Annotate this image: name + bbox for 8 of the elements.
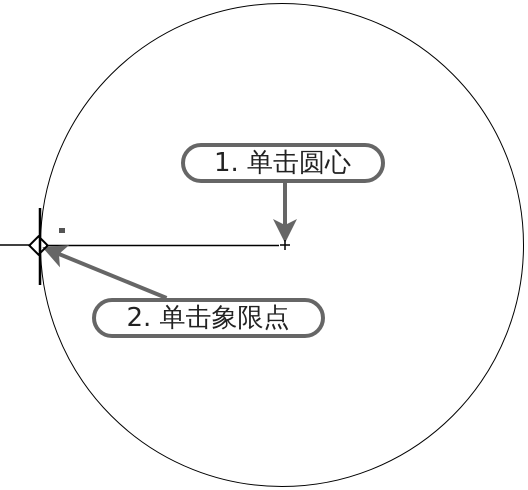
radius-line: [46, 244, 279, 246]
center-mark: [278, 238, 290, 250]
circle-outline: [40, 3, 524, 487]
callout-label: 1. 单击圆心: [180, 142, 384, 182]
callout-label: 2. 单击象限点: [92, 298, 324, 338]
quadrant-marker: [28, 234, 50, 256]
leader-arrow: [42, 245, 168, 300]
leader-arrow: [273, 183, 297, 243]
